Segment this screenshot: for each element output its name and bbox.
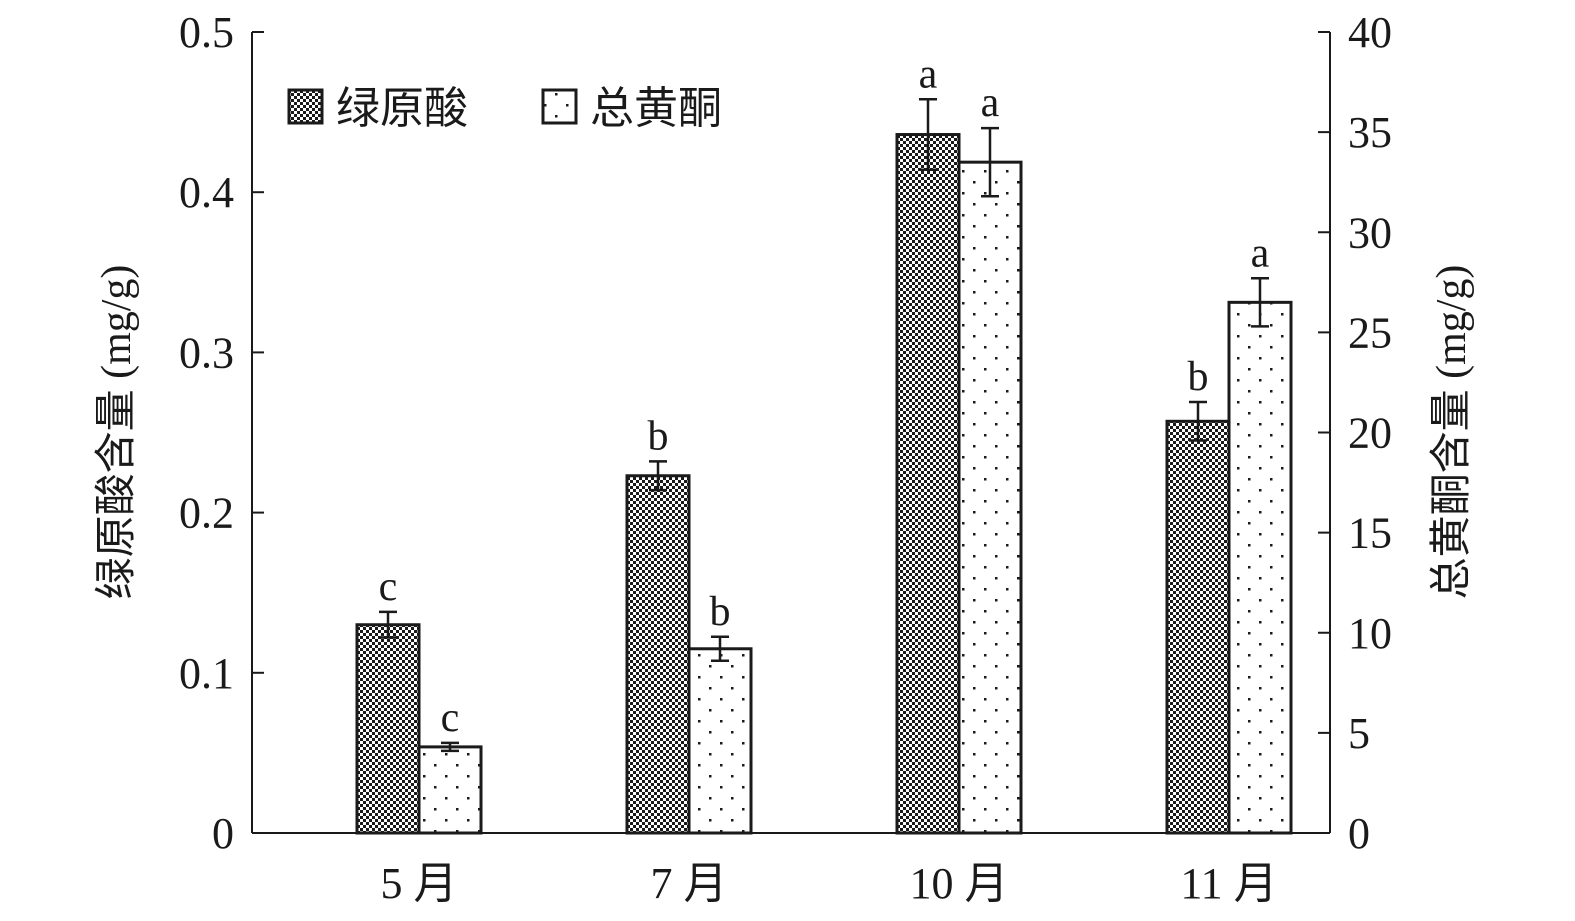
y2-tick-label: 40 [1348,8,1392,57]
y2-tick-label: 10 [1348,609,1392,658]
x-tick-label: 11 月 [1180,859,1277,908]
y-tick-label: 0.1 [179,649,234,698]
y2-tick-label: 35 [1348,108,1392,157]
significance-letter: b [710,589,731,635]
bar-flavonoids [687,647,753,835]
legend-swatch [541,88,578,125]
x-tick-label: 10 月 [910,859,1009,908]
y2-tick-label: 0 [1348,809,1370,858]
y2-tick-label: 5 [1348,709,1370,758]
y2-tick-label: 20 [1348,409,1392,458]
significance-letter: b [1188,354,1209,400]
x-tick-label: 5 月 [381,859,458,908]
bar-flavonoids [417,745,483,835]
bar-chlorogenic-acid [355,623,421,835]
legend: 绿原酸 总黄酮 [287,84,722,133]
significance-letter: c [441,695,460,741]
significance-letter: c [379,564,398,610]
significance-letter: a [981,80,1000,126]
y-tick-label: 0.2 [179,489,234,538]
significance-letter: a [919,51,938,97]
y2-tick-label: 25 [1348,308,1392,357]
y2-tick-label: 15 [1348,509,1392,558]
significance-letter: b [648,413,669,459]
legend-label: 绿原酸 [336,84,468,133]
bar-flavonoids [957,160,1023,835]
significance-letter: a [1251,230,1270,276]
bar-flavonoids [1227,300,1293,835]
y2-axis-label: 总黄酮含量 (mg/g) [1429,265,1475,600]
y-axis-label: 绿原酸含量 (mg/g) [94,265,140,600]
bar-chlorogenic-acid [1165,419,1231,835]
x-tick-label: 7 月 [651,859,728,908]
y-tick-label: 0.5 [179,8,234,57]
bar-chlorogenic-acid [625,474,691,835]
legend-swatch [287,88,324,125]
y-tick-label: 0 [212,809,234,858]
axes: 0 0.1 0.2 0.3 0.4 0.5 0 5 10 15 20 25 30 35 40 5 月 7 月 10… [179,8,1392,908]
y-tick-label: 0.4 [179,168,234,217]
y2-tick-label: 30 [1348,208,1392,257]
legend-label: 总黄酮 [590,84,722,133]
y-tick-label: 0.3 [179,328,234,377]
bar-chlorogenic-acid [895,133,961,835]
